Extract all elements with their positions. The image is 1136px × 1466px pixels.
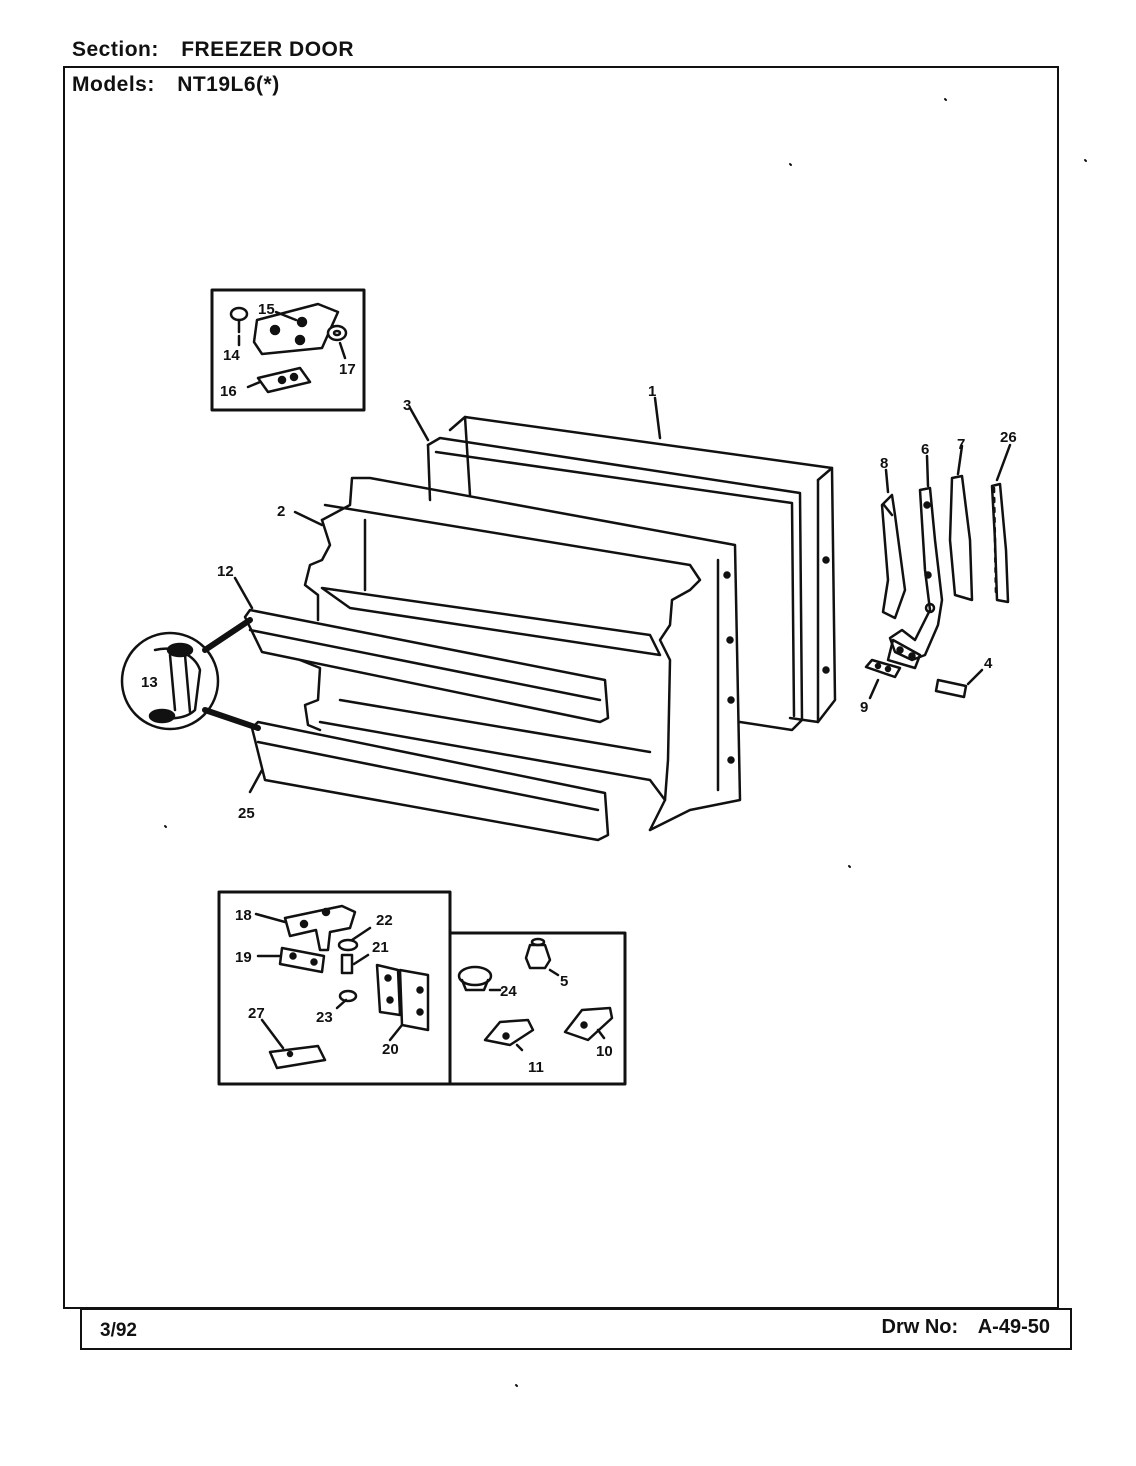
callout-23: 23	[316, 1009, 333, 1026]
callout-20: 20	[382, 1041, 399, 1058]
callout-10: 10	[596, 1043, 613, 1060]
callout-14: 14	[223, 347, 240, 364]
callout-15: 15	[258, 301, 275, 318]
door-hinge-strips	[880, 443, 1012, 670]
callout-26: 26	[1000, 429, 1017, 446]
callout-11: 11	[528, 1059, 544, 1076]
callout-27: 27	[248, 1005, 265, 1022]
callout-6: 6	[921, 441, 929, 458]
drawing-number: Drw No: A-49-50	[882, 1316, 1051, 1339]
inner-door-liner	[293, 476, 742, 832]
callout-16: 16	[220, 383, 237, 400]
section-heading: Section: FREEZER DOOR	[72, 38, 354, 62]
magnified-detail	[120, 617, 261, 731]
hinge-inset-bottom	[217, 890, 452, 1086]
door-gasket	[408, 406, 804, 732]
callout-7: 7	[957, 436, 965, 453]
models-heading: Models: NT19L6(*)	[72, 73, 280, 97]
models-value: NT19L6(*)	[177, 73, 280, 96]
callout-13: 13	[141, 674, 158, 691]
callout-24: 24	[500, 983, 517, 1000]
callout-4: 4	[984, 655, 993, 672]
section-label: Section:	[72, 38, 159, 61]
footer-bar: 3/92 Drw No: A-49-50	[80, 1308, 1072, 1350]
callout-21: 21	[372, 939, 389, 956]
drawing-value: A-49-50	[977, 1316, 1050, 1338]
callout-8: 8	[880, 455, 888, 472]
callout-17: 17	[339, 361, 356, 378]
callout-5: 5	[560, 973, 568, 990]
callout-labels: 1 2 3 4 5 6 7 8 9 10 11 12 13 14 15 16 1…	[141, 301, 1017, 1076]
callout-2: 2	[277, 503, 285, 520]
callout-22: 22	[376, 912, 393, 929]
scan-specks	[164, 98, 1087, 1387]
models-label: Models:	[72, 73, 155, 96]
callout-9: 9	[860, 699, 868, 716]
callout-25: 25	[238, 805, 255, 822]
callout-1: 1	[648, 383, 656, 400]
callout-12: 12	[217, 563, 234, 580]
small-shims	[864, 658, 984, 700]
callout-18: 18	[235, 907, 252, 924]
callout-19: 19	[235, 949, 252, 966]
drawing-label: Drw No:	[881, 1316, 959, 1338]
lower-shelf-bar	[248, 720, 610, 842]
upper-shelf-bar	[233, 576, 610, 724]
hinge-inset-top	[210, 288, 366, 412]
fastener-inset	[448, 931, 627, 1086]
section-value: FREEZER DOOR	[181, 38, 355, 61]
revision-date: 3/92	[100, 1320, 137, 1341]
callout-3: 3	[403, 397, 411, 414]
